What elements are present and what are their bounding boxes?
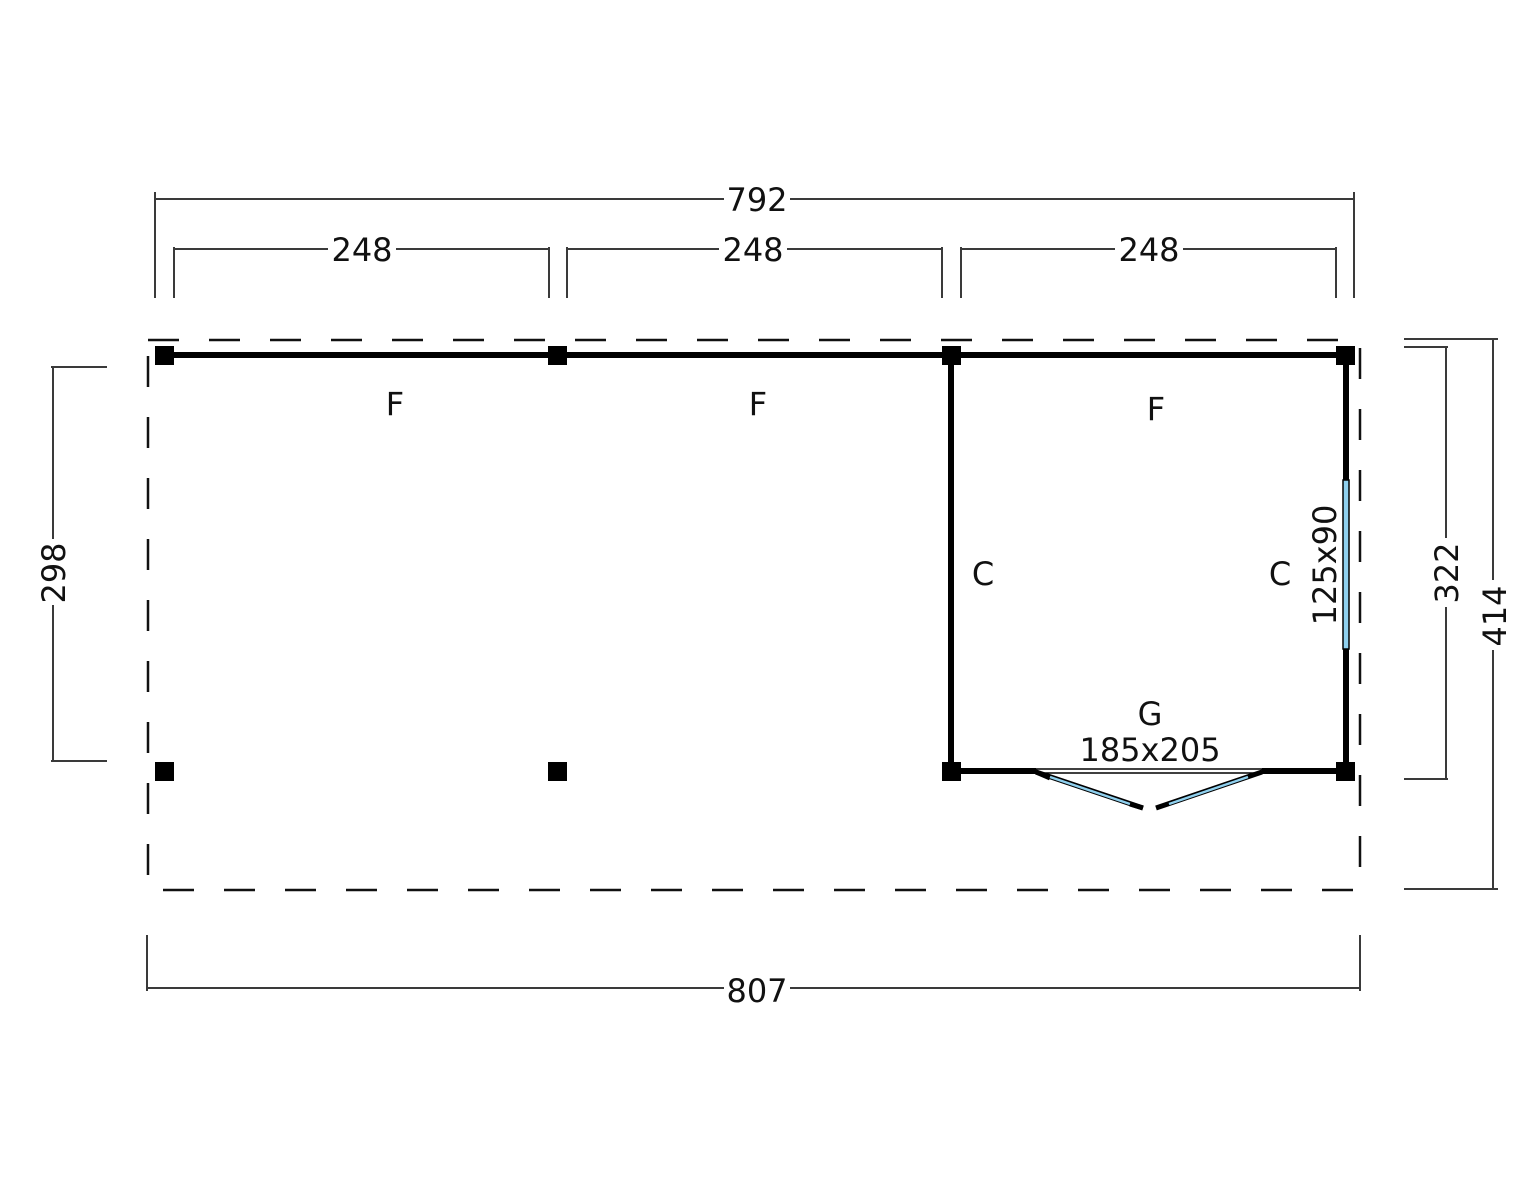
dimension-top-total-label: 792 [726,181,787,219]
roof-outline [146,338,1362,892]
dimension-top-segment-2-label: 248 [722,231,783,269]
door-threshold [1035,768,1263,774]
post [1336,346,1355,365]
posts [155,346,1355,781]
dimension-left-depth: 298 [35,366,107,762]
dimension-right-inner-depth-label: 322 [1428,542,1466,603]
dimension-right-total-depth: 414 [1404,338,1514,890]
dimension-top-segment-1-label: 248 [331,231,392,269]
wall-label-door: G [1138,695,1163,733]
window [1342,479,1350,650]
dimension-top-total: 792 [154,181,1355,298]
dimension-left-depth-label: 298 [35,542,73,603]
dimension-top-segment-1: 248 [173,231,550,298]
dimension-right-total-depth-label: 414 [1476,585,1514,646]
post [155,762,174,781]
wall-label-top-1: F [386,385,404,423]
post [942,762,961,781]
dimension-top-segment-3: 248 [960,231,1337,298]
dimension-bottom-total: 807 [146,935,1361,1010]
walls [164,352,1349,774]
post [155,346,174,365]
post [1336,762,1355,781]
door-size-label: 185x205 [1079,731,1220,769]
window-size-label: 125x90 [1306,505,1344,626]
wall-label-top-3: F [1147,390,1165,428]
post [942,346,961,365]
dimension-top-segment-3-label: 248 [1118,231,1179,269]
dimension-bottom-total-label: 807 [726,972,787,1010]
post [548,762,567,781]
wall-label-top-2: F [749,385,767,423]
dimension-right-inner-depth: 322 [1404,346,1466,780]
wall-label-room-right: C [1269,555,1291,593]
post [548,346,567,365]
dimension-top-segment-2: 248 [566,231,943,298]
wall-label-room-left: C [972,555,994,593]
double-door [1035,768,1263,811]
